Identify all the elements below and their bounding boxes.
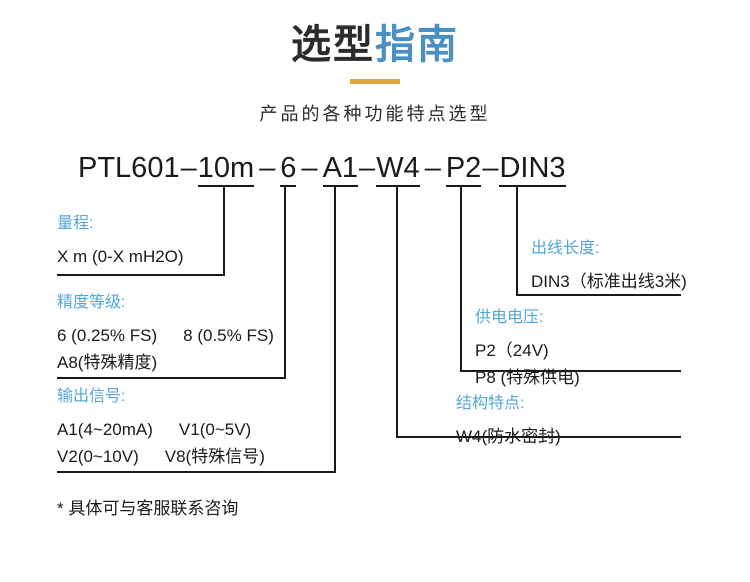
block-output-row-1: A1(4~20mA) V1(0~5V) <box>57 416 265 443</box>
block-cable: 出线长度: DIN3（标准出线3米) <box>531 237 687 295</box>
block-power-row-2-a: P8 (特殊供电) <box>475 368 580 387</box>
block-power-row-1-a: P2（24V) <box>475 341 549 360</box>
connector-range-horizontal <box>57 274 225 276</box>
block-structure: 结构特点: W4(防水密封) <box>456 392 561 450</box>
connector-cable-horizontal <box>516 294 681 296</box>
connector-structure-vertical <box>396 186 398 438</box>
block-accuracy-row-2: A8(特殊精度) <box>57 349 274 376</box>
block-range-label: 量程: <box>57 215 94 232</box>
connector-output-horizontal <box>57 471 336 473</box>
footnote-text: * 具体可与客服联系咨询 <box>57 499 239 518</box>
model-code-sep-1: – <box>180 152 197 184</box>
page-title: 选型指南 <box>0 22 750 68</box>
block-range-row-1-a: X m (0-X mH2O) <box>57 247 184 266</box>
connector-accuracy-horizontal <box>57 377 286 379</box>
model-code-range: 10m <box>197 152 255 187</box>
block-output-row-1-a: A1(4~20mA) <box>57 420 153 439</box>
model-code-cable: DIN3 <box>499 152 566 187</box>
model-code-sep-6: – <box>482 152 499 184</box>
connector-cable-vertical <box>516 186 518 296</box>
block-accuracy-row-1: 6 (0.25% FS) 8 (0.5% FS) <box>57 322 274 349</box>
block-power-label: 供电电压: <box>475 309 544 326</box>
block-cable-row-1: DIN3（标准出线3米) <box>531 268 687 295</box>
block-accuracy: 精度等级: 6 (0.25% FS) 8 (0.5% FS) A8(特殊精度) <box>57 291 274 376</box>
block-power-row-2: P8 (特殊供电) <box>475 364 580 391</box>
model-code-base: PTL601 <box>78 152 180 184</box>
model-code-sep-4: – <box>359 152 376 184</box>
block-power-row-1: P2（24V) <box>475 337 580 364</box>
connector-structure-horizontal <box>396 436 681 438</box>
page-title-dark: 选型 <box>291 23 375 67</box>
connector-power-horizontal <box>460 370 681 372</box>
model-code-power: P2 <box>445 152 482 187</box>
block-accuracy-label: 精度等级: <box>57 294 126 311</box>
block-output-row-2: V2(0~10V) V8(特殊信号) <box>57 443 265 470</box>
connector-range-vertical <box>223 186 225 276</box>
model-code-sep-2: – <box>259 152 276 184</box>
page-subtitle: 产品的各种功能特点选型 <box>259 104 491 124</box>
block-range: 量程: X m (0-X mH2O) <box>57 212 184 270</box>
connector-output-vertical <box>334 186 336 473</box>
block-structure-label: 结构特点: <box>456 395 525 412</box>
block-cable-label: 出线长度: <box>531 240 600 257</box>
connector-accuracy-vertical <box>284 186 286 379</box>
block-output-label: 输出信号: <box>57 388 126 405</box>
page-title-blue: 指南 <box>375 23 459 67</box>
block-structure-row-1: W4(防水密封) <box>456 423 561 450</box>
model-code-accuracy: 6 <box>280 152 297 187</box>
model-code-sep-5: – <box>424 152 441 184</box>
block-range-row-1: X m (0-X mH2O) <box>57 243 184 270</box>
block-output: 输出信号: A1(4~20mA) V1(0~5V) V2(0~10V) V8(特殊信… <box>57 385 265 470</box>
title-underline-rule <box>350 79 400 84</box>
block-output-row-2-b: V8(特殊信号) <box>164 447 265 466</box>
block-structure-row-1-a: W4(防水密封) <box>456 427 561 446</box>
model-code-output: A1 <box>322 152 359 187</box>
block-power: 供电电压: P2（24V) P8 (特殊供电) <box>475 306 580 391</box>
model-code-sep-3: – <box>301 152 318 184</box>
model-code-line: PTL601–10m–6–A1–W4–P2–DIN3 <box>78 150 566 187</box>
block-output-row-2-a: V2(0~10V) <box>57 447 139 466</box>
connector-power-vertical <box>460 186 462 372</box>
block-accuracy-row-1-a: 6 (0.25% FS) <box>57 326 158 345</box>
block-cable-row-1-a: DIN3（标准出线3米) <box>531 272 687 291</box>
block-accuracy-row-2-a: A8(特殊精度) <box>57 353 158 372</box>
block-accuracy-row-1-b: 8 (0.5% FS) <box>183 326 274 345</box>
model-code-structure: W4 <box>376 152 420 187</box>
block-output-row-1-b: V1(0~5V) <box>178 420 252 439</box>
